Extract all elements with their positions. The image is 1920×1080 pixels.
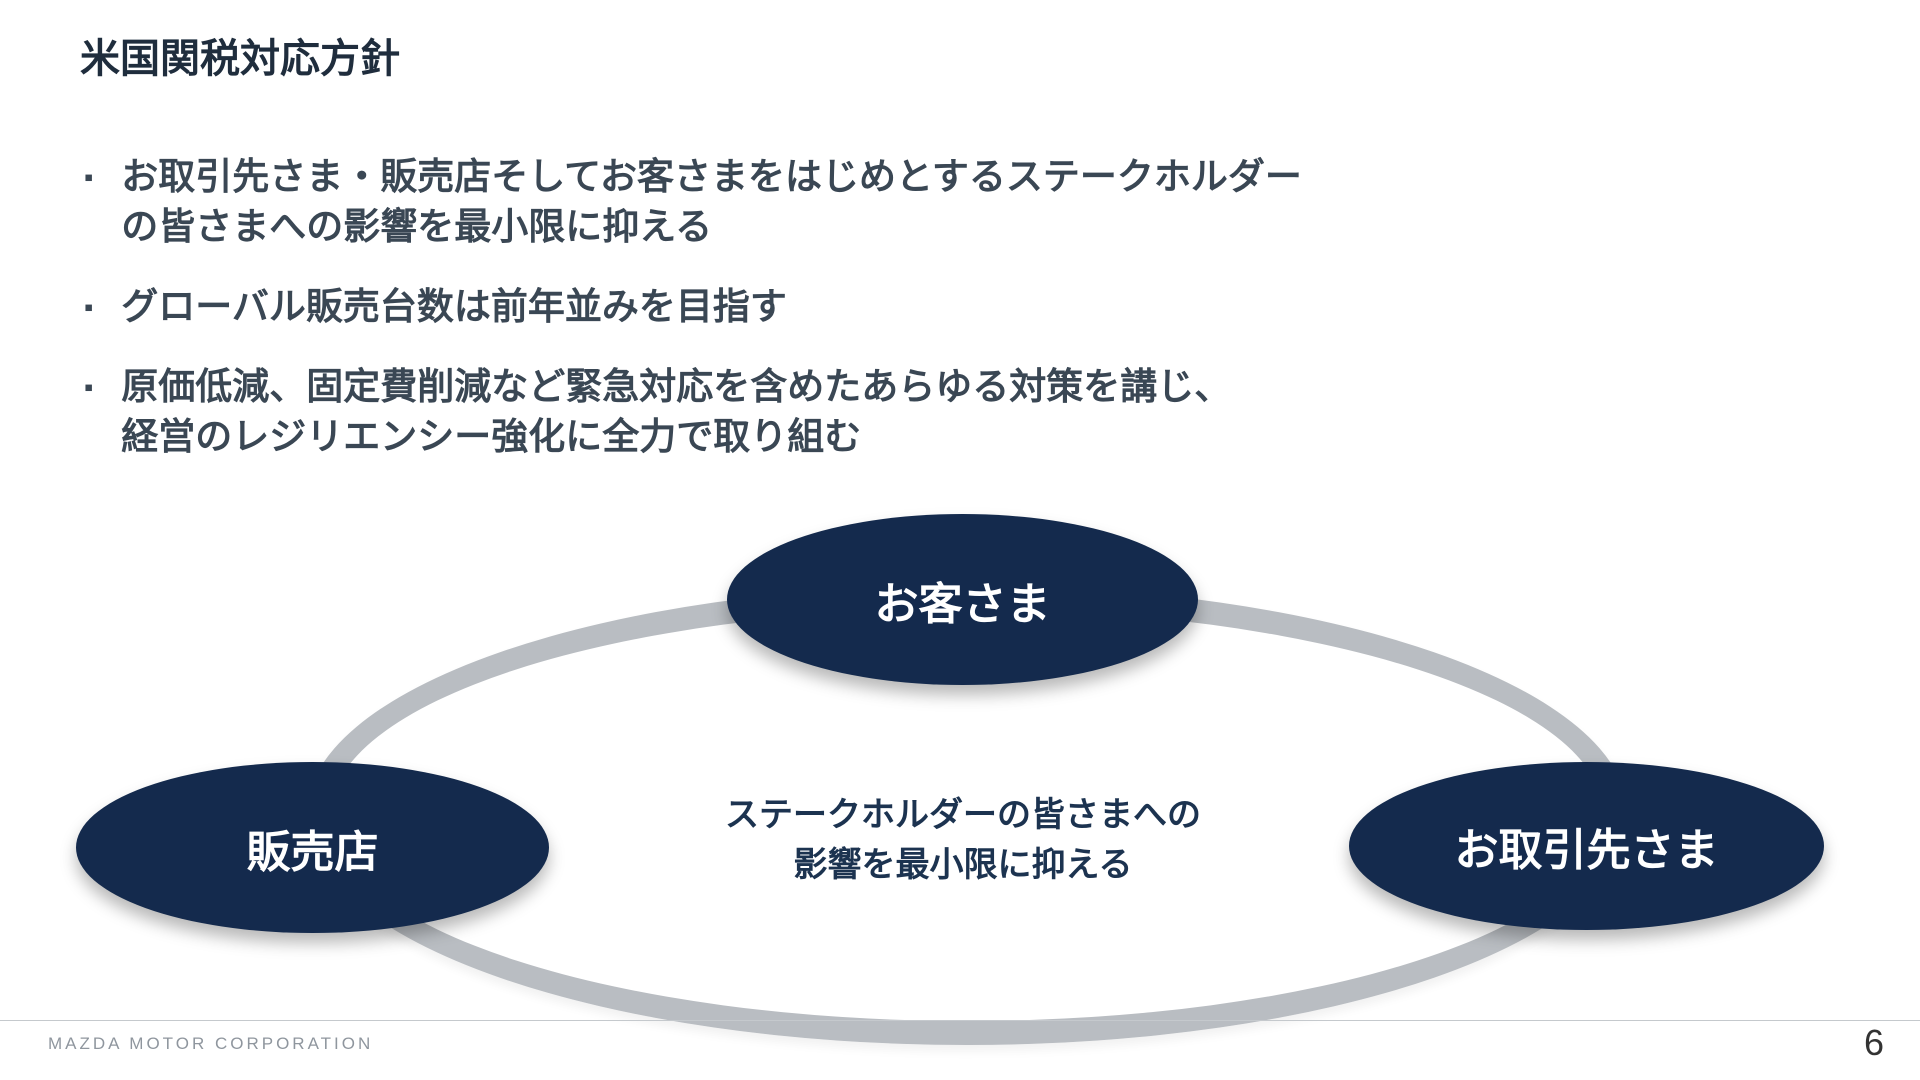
bullet-text: グローバル販売台数は前年並みを目指す [121, 282, 787, 332]
node-customers: お客さま [727, 514, 1198, 685]
center-text-line: ステークホルダーの皆さまへの [725, 796, 1201, 834]
cycle-ring [306, 585, 1628, 1045]
bullet-item: ▪ お取引先さま・販売店そしてお客さまをはじめとするステークホルダー の皆さまへ… [84, 152, 1302, 252]
bullet-item: ▪ 原価低減、固定費削減など緊急対応を含めたあらゆる対策を講じ、 経営のレジリエ… [84, 362, 1302, 462]
node-dealers-label: 販売店 [246, 827, 379, 877]
bullet-item: ▪ グローバル販売台数は前年並みを目指す [84, 282, 1302, 332]
bullet-text: 原価低減、固定費削減など緊急対応を含めたあらゆる対策を講じ、 経営のレジリエンシ… [121, 362, 1231, 462]
slide-title: 米国関税対応方針 [80, 37, 400, 81]
footer-company-name: MAZDA MOTOR CORPORATION [48, 1034, 374, 1053]
node-dealers: 販売店 [76, 762, 549, 933]
bullet-list: ▪ お取引先さま・販売店そしてお客さまをはじめとするステークホルダー の皆さまへ… [84, 152, 1302, 492]
bullet-line: 原価低減、固定費削減など緊急対応を含めたあらゆる対策を講じ、 [121, 366, 1232, 407]
center-text-line: 影響を最小限に抑える [793, 846, 1133, 884]
bullet-line: の皆さまへの影響を最小限に抑える [121, 206, 713, 247]
page-number: 6 [1863, 1022, 1884, 1063]
bullet-text: お取引先さま・販売店そしてお客さまをはじめとするステークホルダー の皆さまへの影… [121, 152, 1302, 252]
diagram-center-text: ステークホルダーの皆さまへの 影響を最小限に抑える [560, 790, 1366, 890]
node-customers-label: お客さま [874, 579, 1051, 629]
bullet-marker-icon: ▪ [84, 162, 94, 192]
footer-divider [0, 1020, 1920, 1021]
bullet-line: お取引先さま・販売店そしてお客さまをはじめとするステークホルダー [121, 156, 1302, 197]
node-suppliers: お取引先さま [1349, 762, 1824, 930]
bullet-marker-icon: ▪ [84, 292, 94, 322]
node-suppliers-label: お取引先さま [1454, 826, 1719, 875]
bullet-marker-icon: ▪ [84, 372, 94, 402]
bullet-line: 経営のレジリエンシー強化に全力で取り組む [121, 416, 862, 457]
bullet-line: グローバル販売台数は前年並みを目指す [121, 286, 787, 327]
